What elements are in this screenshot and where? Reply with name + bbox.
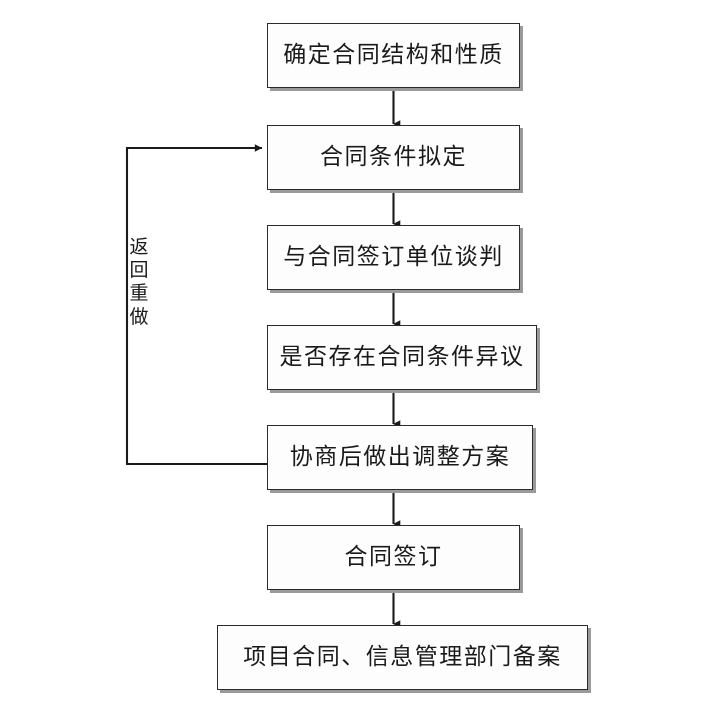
process-node-5[interactable]: 协商后做出调整方案 — [267, 425, 533, 490]
process-node-7[interactable]: 项目合同、信息管理部门备案 — [217, 625, 588, 690]
decision-node-4[interactable]: 是否存在合同条件异议 — [267, 325, 537, 390]
process-node-2-label: 合同条件拟定 — [320, 143, 467, 170]
process-node-1-label: 确定合同结构和性质 — [283, 41, 504, 68]
process-node-6-label: 合同签订 — [344, 543, 443, 570]
feedback-label-char-2: 回 — [129, 259, 149, 282]
process-node-2[interactable]: 合同条件拟定 — [267, 125, 520, 190]
process-node-5-label: 协商后做出调整方案 — [289, 443, 511, 470]
process-node-7-label: 项目合同、信息管理部门备案 — [243, 643, 562, 670]
feedback-label-char-1: 返 — [129, 236, 149, 258]
process-node-3[interactable]: 与合同签订单位谈判 — [267, 225, 520, 290]
decision-node-4-label: 是否存在合同条件异议 — [279, 343, 525, 370]
connector-feedback-loop — [125, 144, 267, 466]
feedback-label-char-3: 重 — [129, 282, 149, 305]
process-node-3-label: 与合同签订单位谈判 — [283, 243, 504, 270]
process-node-1[interactable]: 确定合同结构和性质 — [267, 23, 520, 88]
feedback-loop-label: 返 回 重 做 — [126, 236, 152, 329]
process-node-6[interactable]: 合同签订 — [267, 525, 520, 590]
feedback-label-char-4: 做 — [129, 305, 149, 328]
